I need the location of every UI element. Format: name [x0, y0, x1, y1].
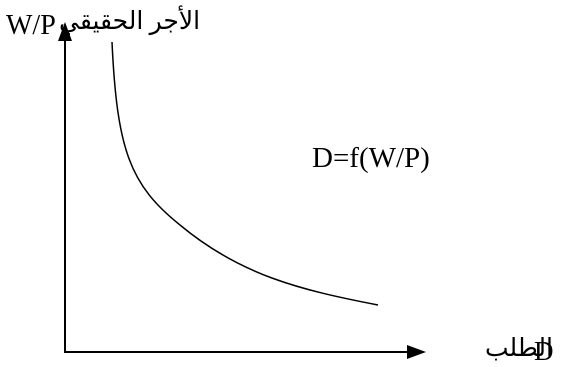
x-axis-label: الطلب: [485, 335, 553, 362]
y-axis-label: الأجر الحقيقي: [59, 8, 201, 35]
demand-curve-label: D=f(W/P): [312, 142, 430, 174]
y-axis-arrowhead: [58, 22, 72, 41]
demand-curve: [111, 41, 379, 306]
x-axis-symbol: D: [534, 336, 554, 366]
x-axis-arrowhead: [407, 345, 426, 359]
y-axis-symbol: W/P: [6, 10, 56, 41]
